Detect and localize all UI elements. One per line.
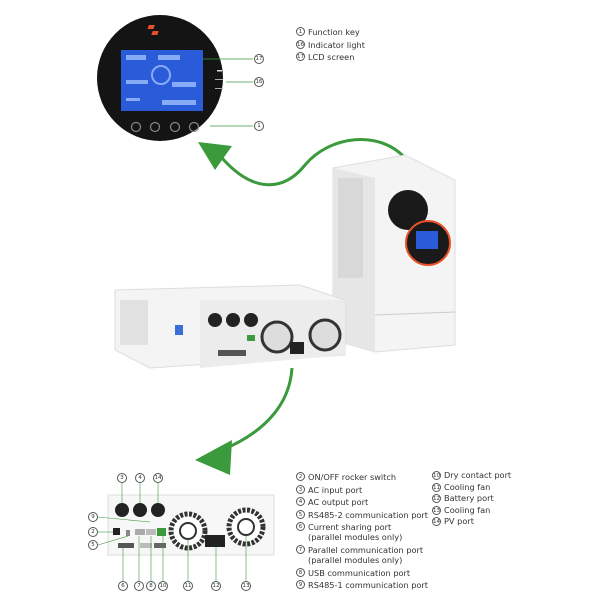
callout-9: 9 [88,512,98,522]
callout-10: 10 [158,581,168,591]
legend-number: 7 [296,544,305,554]
legend-text: Battery port [444,493,494,504]
legend-number: 5 [296,509,305,519]
inverter-rear [114,284,346,369]
function-key-enter [188,121,200,133]
ac-input-port [115,503,129,517]
callout-14: 14 [153,473,163,483]
callout-lcd: 17 [254,54,264,64]
legend-number: 6 [296,522,305,532]
inverter-front [332,154,456,353]
arrow-to-rear-panel [195,367,294,475]
legend-text: PV port [444,516,474,527]
pv-port [151,503,165,517]
legend-number: 4 [296,497,305,507]
arrow-to-display [198,138,407,187]
brand-logo [147,25,159,35]
legend-number: 8 [296,567,305,577]
display-panel [97,15,253,141]
legend-number: 14 [432,517,441,527]
callout-keys: 1 [254,121,264,131]
legend-text: AC output port [308,497,369,508]
legend-number: 1 [296,27,305,36]
legend-number: 3 [296,484,305,494]
legend-number: 12 [432,494,441,504]
callout-8: 8 [146,581,156,591]
rear-panel [97,482,275,581]
callout-6: 6 [118,581,128,591]
legend-text: USB communication port [308,567,411,578]
function-key-esc [130,121,142,133]
legend-text: Function key [308,27,360,37]
legend-text: RS485-2 communication port [308,509,428,520]
callout-indicator: 16 [254,77,264,87]
cooling-fan-left [168,511,208,551]
battery-port [205,535,225,547]
dry-contact-port [157,528,166,536]
legend-text: ON/OFF rocker switch [308,472,397,482]
callout-5: 5 [88,540,98,550]
callout-12: 12 [211,581,221,591]
legend-number: 10 [432,471,441,480]
function-key-down [169,121,181,133]
legend-text: RS485-1 communication port [308,580,428,591]
cooling-fan-right [226,507,266,547]
legend-text: Indicator light [308,39,365,50]
rocker-switch [113,528,120,535]
function-key-up [149,121,161,133]
legend-number: 2 [296,472,305,481]
callout-4: 4 [135,473,145,483]
legend-text: AC input port [308,484,363,495]
ac-output-port [133,503,147,517]
callout-7: 7 [134,581,144,591]
legend-text: Parallel communication port (parallel mo… [308,544,424,565]
legend-text: LCD screen [308,52,355,63]
legend-text: Cooling fan [444,504,491,515]
callout-2: 2 [88,527,98,537]
indicator-lights [215,70,223,89]
legend-text: Dry contact port [444,470,512,480]
legend-number: 11 [432,482,441,492]
callout-13: 13 [241,581,251,591]
legend-number: 16 [296,39,305,49]
callout-11: 11 [183,581,193,591]
legend-text: Cooling fan [444,481,491,492]
legend-number: 13 [432,505,441,515]
legend-number: 9 [296,580,305,590]
legend-text: Current sharing port (parallel modules o… [308,522,403,543]
callout-3: 3 [117,473,127,483]
legend-number: 17 [296,52,305,62]
